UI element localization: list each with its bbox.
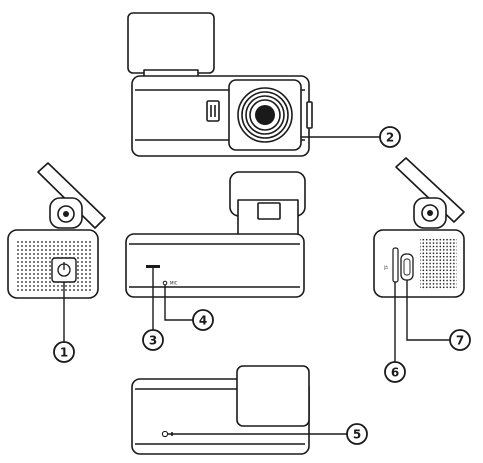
camera-right-side-view: TF (373, 157, 465, 362)
camera-front-view (127, 12, 380, 157)
camera-left-side-view (7, 162, 106, 342)
svg-text:2: 2 (386, 131, 394, 145)
svg-text:4: 4 (199, 314, 207, 328)
svg-text:6: 6 (391, 366, 399, 380)
rear-mount-plate (236, 365, 310, 427)
mic-hole (162, 280, 168, 286)
usb-port (400, 253, 414, 281)
mic-label: MIC (170, 281, 178, 286)
svg-text:5: 5 (353, 428, 361, 442)
mount-plate (127, 12, 215, 74)
microsd-slot (392, 247, 399, 283)
camera-lens (228, 79, 302, 151)
power-icon (57, 262, 71, 277)
reset-hole (161, 430, 169, 438)
camera-rear-view (131, 365, 347, 455)
callout-4: 4 (192, 309, 214, 331)
callout-3: 3 (142, 329, 164, 351)
center-body (125, 233, 305, 298)
callout-6: 6 (384, 361, 406, 383)
sd-symbol: TF (384, 265, 389, 271)
callout-2: 2 (379, 126, 401, 148)
callout-1: 1 (53, 341, 75, 363)
callout-7: 7 (449, 329, 471, 351)
camera-bottom-view: MIC (125, 171, 306, 330)
svg-text:7: 7 (456, 334, 464, 348)
card-slot (146, 265, 160, 268)
callout-5: 5 (346, 423, 368, 445)
front-logo (206, 100, 220, 122)
svg-text:1: 1 (60, 346, 68, 360)
svg-text:3: 3 (149, 334, 157, 348)
